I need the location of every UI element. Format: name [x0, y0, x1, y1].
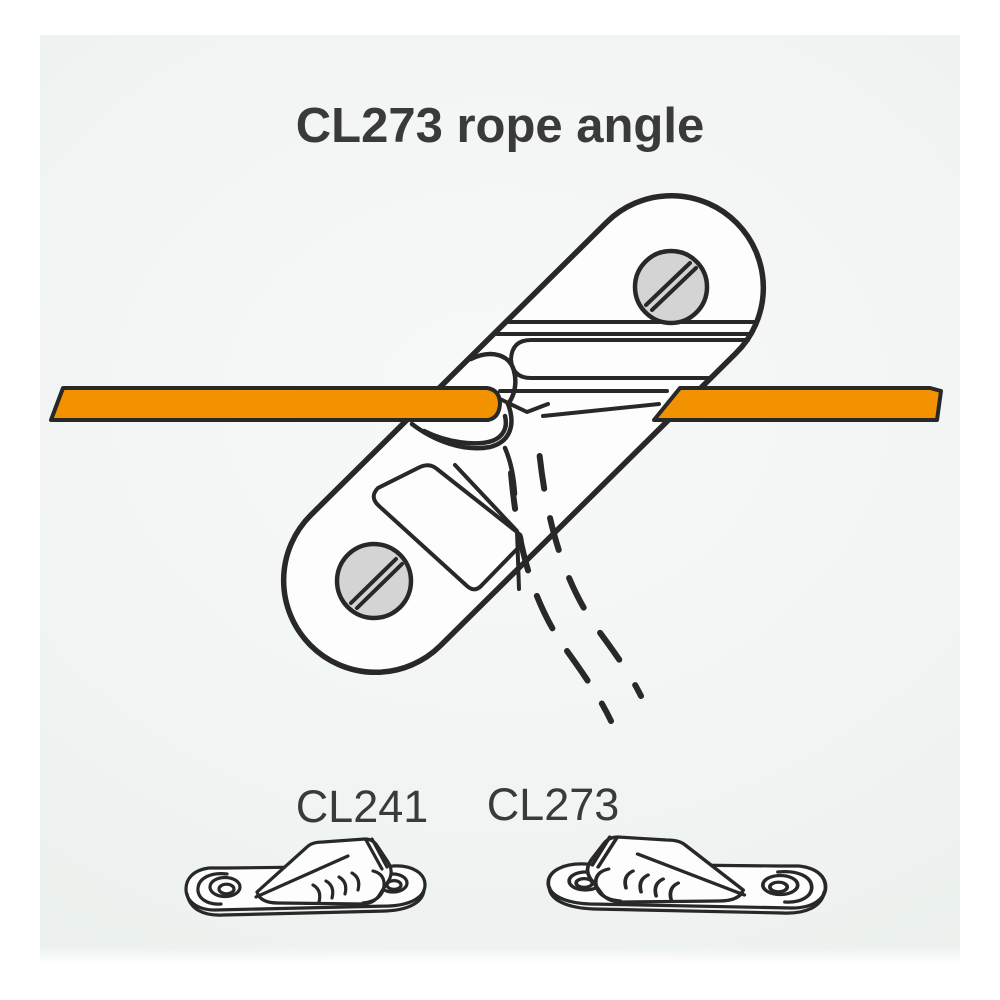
rope-left-segment: [49, 386, 502, 422]
mounting-screws: [334, 248, 710, 621]
screw-bottom-slot-line-1: [349, 557, 398, 605]
rope-right-segment: [652, 386, 943, 422]
screw-top-slot-line-2: [650, 266, 698, 312]
screw-icon-top: [632, 248, 710, 326]
entry-slot-outline: [509, 338, 750, 380]
hook-lip-inner: [421, 413, 509, 446]
diagram-title: CL273 rope angle: [295, 99, 705, 153]
product-label-cl273: CL273: [486, 779, 620, 830]
rope: [49, 386, 943, 422]
main-cleat-diagram: [49, 192, 943, 724]
channel-bottom-line: [541, 402, 661, 418]
cleat-body-capsule: [280, 192, 767, 676]
cam-pad-division-line: [453, 463, 521, 591]
screw-bottom-slot-line-2: [355, 562, 404, 610]
hook-top-curve: [468, 351, 518, 407]
mini-cleat-cl241: [184, 837, 427, 917]
throat-kink-line: [498, 397, 550, 414]
product-label-cl241: CL241: [295, 781, 429, 832]
screw-top-slot-line-1: [644, 261, 692, 307]
mini-cleat-cl273: [546, 835, 828, 915]
